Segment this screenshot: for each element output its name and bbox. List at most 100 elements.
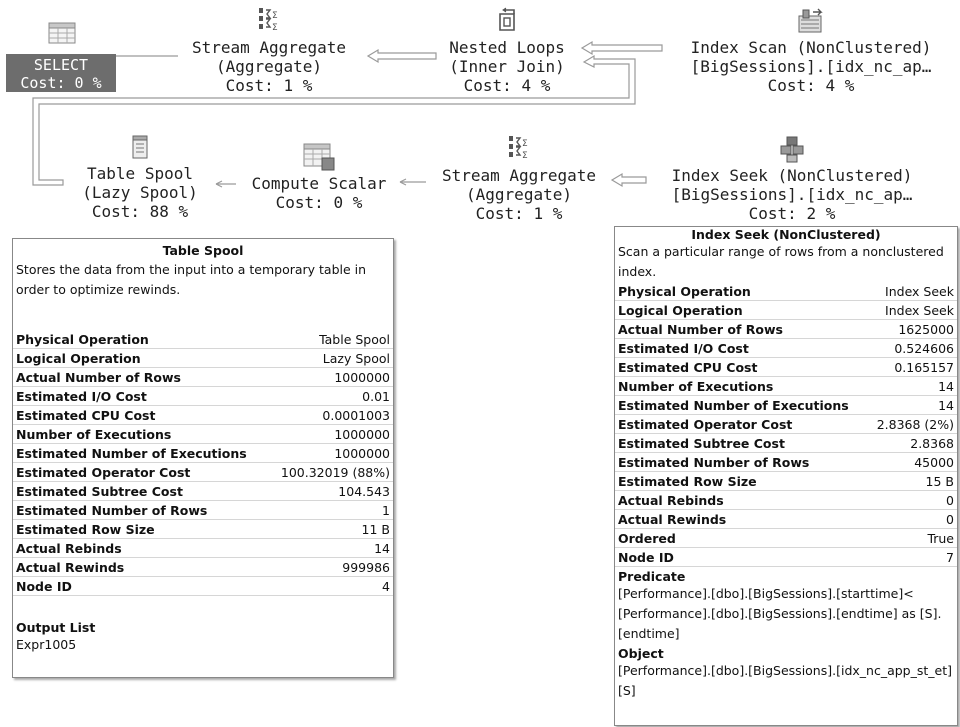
table-spool-title: Table Spool [87,164,193,183]
property-value: 0.01 [268,386,393,406]
property-name: Actual Rebinds [615,490,868,510]
property-value: 1000000 [268,367,393,387]
output-list-heading: Output List [16,620,96,635]
property-name: Estimated Row Size [615,471,868,491]
nested-loops-title: Nested Loops [449,38,565,57]
plan-connectors [32,40,663,188]
index-seek-icon [780,136,804,163]
stream-aggregate-icon: Σ Σ [259,8,278,33]
index-seek-title: Index Seek (NonClustered) [671,166,913,185]
property-name: Physical Operation [615,282,868,301]
index-seek-node[interactable]: Index Seek (NonClustered) [BigSessions].… [650,134,934,223]
stream-aggregate-bottom-subtitle: (Aggregate) [466,185,572,204]
property-value: 999986 [268,557,393,577]
svg-text:Σ: Σ [272,23,278,33]
property-value: 0 [867,509,957,529]
property-value: 4 [268,576,393,596]
index-scan-icon [798,8,823,33]
property-value: 104.543 [268,481,393,501]
property-name: Ordered [615,528,868,548]
property-name: Estimated Subtree Cost [615,433,868,453]
property-name: Actual Rewinds [13,557,269,577]
predicate-value: [Performance].[dbo].[BigSessions].[start… [618,586,942,641]
index-scan-cost: Cost: 4 % [767,76,855,95]
index-scan-node[interactable]: Index Scan (NonClustered) [BigSessions].… [666,6,956,95]
table-spool-subtitle: (Lazy Spool) [82,183,198,202]
property-value: 100.32019 (88%) [268,462,393,482]
property-name: Logical Operation [13,348,269,368]
index-seek-object: [BigSessions].[idx_nc_ap… [671,185,913,204]
property-value: Index Seek [867,282,957,301]
svg-text:Σ: Σ [522,151,528,161]
nested-loops-node[interactable]: Nested Loops (Inner Join) Cost: 4 % [438,6,576,95]
svg-text:Σ: Σ [272,11,278,21]
property-name: Estimated Number of Executions [13,443,269,463]
compute-scalar-title: Compute Scalar [251,174,387,193]
property-value: 7 [867,547,957,567]
tooltip-title: Index Seek (NonClustered) [691,227,881,242]
object-value: [Performance].[dbo].[BigSessions].[idx_n… [618,663,952,698]
index-seek-cost: Cost: 2 % [748,204,836,223]
property-value: 14 [268,538,393,558]
stream-aggregate-bottom-node[interactable]: Σ Σ Stream Aggregate (Aggregate) Cost: 1… [428,134,610,223]
property-value: Index Seek [867,300,957,320]
property-name: Actual Rewinds [615,509,868,529]
property-value: 1 [268,500,393,520]
predicate-heading: Predicate [618,569,686,584]
table-spool-icon [132,135,148,159]
property-name: Estimated I/O Cost [615,338,868,358]
property-name: Node ID [13,576,269,596]
property-value: True [867,528,957,548]
property-value: 2.8368 (2%) [867,414,957,434]
property-value: 1625000 [867,319,957,339]
stream-aggregate-icon: Σ Σ [509,136,528,161]
property-name: Node ID [615,547,868,567]
property-name: Estimated Row Size [13,519,269,539]
select-cost: Cost: 0 % [20,74,102,92]
property-value: 1000000 [268,424,393,444]
property-value: 14 [867,395,957,415]
property-value: 2.8368 [867,433,957,453]
tooltip-title: Table Spool [162,243,244,258]
output-list-value: Expr1005 [16,637,77,652]
property-name: Estimated CPU Cost [615,357,868,377]
property-name: Estimated Operator Cost [13,462,269,482]
table-spool-cost: Cost: 88 % [91,202,189,221]
property-name: Estimated Subtree Cost [13,481,269,501]
nested-loops-icon [499,7,515,31]
stream-aggregate-top-node[interactable]: Σ Σ Stream Aggregate (Aggregate) Cost: 1… [178,6,360,95]
compute-scalar-node[interactable]: Compute Scalar Cost: 0 % [238,142,400,212]
property-value: Table Spool [268,330,393,349]
property-name: Actual Number of Rows [615,319,868,339]
property-value: 11 B [268,519,393,539]
property-value: 14 [867,376,957,396]
select-label: SELECT [33,56,89,74]
property-name: Estimated Number of Rows [13,500,269,520]
property-name: Estimated I/O Cost [13,386,269,406]
stream-aggregate-top-cost: Cost: 1 % [225,76,313,95]
table-spool-tooltip: Table Spool Stores the data from the inp… [12,238,394,678]
property-value: 45000 [867,452,957,472]
table-spool-node[interactable]: Table Spool (Lazy Spool) Cost: 88 % [68,134,212,221]
property-name: Number of Executions [615,376,868,396]
property-name: Estimated Operator Cost [615,414,868,434]
property-value: 1000000 [268,443,393,463]
index-scan-object: [BigSessions].[idx_nc_ap… [690,57,932,76]
select-table-icon [48,22,76,44]
